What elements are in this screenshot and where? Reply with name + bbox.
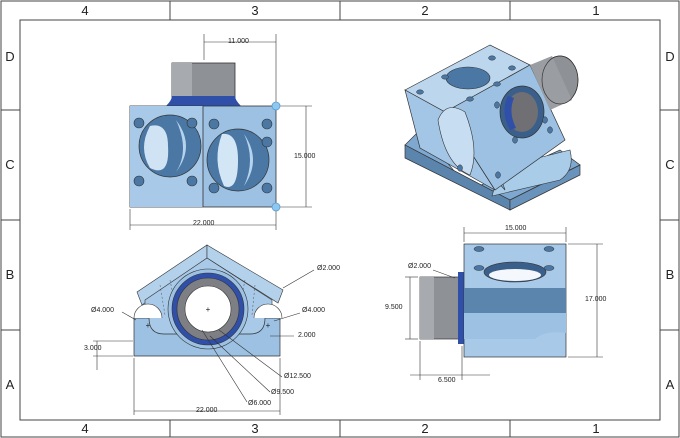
zone-col-label: 4 [81,421,89,436]
zone-row-label: A [5,377,15,392]
svg-text:+: + [146,321,151,330]
zone-row-label: D [665,49,675,64]
dim-label: 2.000 [298,332,316,339]
dim-label: 17.000 [585,296,607,303]
dim-label: 3.000 [84,345,102,352]
dim-label: 22.000 [196,407,218,414]
top-bore [184,285,232,333]
zone-row-label: A [665,377,675,392]
dim-label: 9.500 [385,304,403,311]
zone-row-label: B [665,267,675,282]
zone-col-label: 4 [81,3,89,18]
isometric-view [404,44,581,211]
dim-label: Ø2.000 [317,265,340,272]
dim-label: Ø12.500 [284,373,311,380]
zone-col-label: 3 [251,3,259,18]
dim-label: 6.500 [438,377,456,384]
svg-text:+: + [206,305,211,314]
svg-text:+: + [266,321,271,330]
dim-label: 11.000 [228,38,249,45]
side-view [405,227,603,380]
zone-row-label: B [5,267,15,282]
dim-label: 15.000 [294,153,316,160]
dim-label: Ø6.000 [248,400,271,407]
top-view: + + + [93,244,315,415]
drag-handle-top[interactable] [271,101,281,111]
dim-label: Ø9.500 [271,389,294,396]
front-fillet [166,96,241,106]
zone-col-label: 1 [592,421,600,436]
dim-label: Ø4.000 [91,307,114,314]
dim-label: 22.000 [193,220,215,227]
zone-row-label: C [665,157,675,172]
dim-label: 15.000 [505,225,527,232]
zone-row-label: C [5,157,15,172]
drag-handle-bottom[interactable] [271,202,281,212]
zone-col-label: 1 [592,3,600,18]
zone-col-label: 2 [421,421,429,436]
dim-label: Ø4.000 [302,307,325,314]
zone-col-label: 3 [251,421,259,436]
dim-label: Ø2.000 [408,263,431,270]
front-view [129,34,312,230]
zone-row-label: D [5,49,15,64]
zone-col-label: 2 [421,3,429,18]
